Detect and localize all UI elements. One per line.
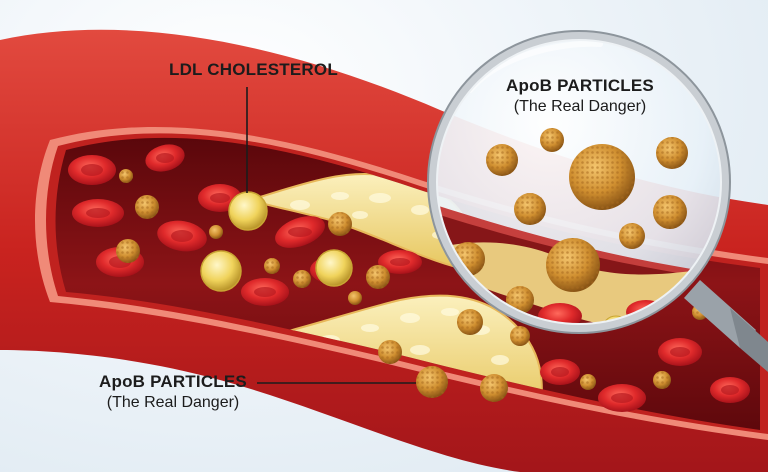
- red-blood-cell: [598, 384, 646, 412]
- apob-bottom-label: ApoB PARTICLES (The Real Danger): [88, 372, 258, 412]
- red-blood-cell: [378, 250, 422, 274]
- ldl-particles: [200, 191, 353, 292]
- red-blood-cell: [710, 377, 750, 403]
- ldl-particle: [200, 250, 242, 292]
- apob-lens-label: ApoB PARTICLES (The Real Danger): [500, 76, 660, 116]
- red-blood-cell: [68, 155, 116, 185]
- apob-bottom-title: ApoB PARTICLES: [99, 372, 247, 391]
- red-blood-cell: [275, 216, 325, 248]
- red-blood-cell: [72, 199, 124, 227]
- ldl-cholesterol-label: LDL CHOLESTEROL: [169, 60, 338, 79]
- red-blood-cell: [540, 359, 580, 385]
- red-blood-cell: [157, 220, 207, 252]
- magnifying-glass-icon: [427, 30, 768, 372]
- ldl-particle: [315, 249, 353, 287]
- apob-lens-subtitle: (The Real Danger): [513, 98, 647, 115]
- magnifier-rim: [427, 30, 731, 334]
- apob-lens-title: ApoB PARTICLES: [506, 76, 654, 95]
- ldl-particle: [228, 191, 268, 231]
- red-blood-cell: [145, 144, 185, 172]
- apob-particle-in-plaque: [416, 366, 448, 398]
- red-blood-cell: [658, 338, 702, 366]
- apob-bottom-subtitle: (The Real Danger): [106, 394, 240, 411]
- red-blood-cell: [241, 278, 289, 306]
